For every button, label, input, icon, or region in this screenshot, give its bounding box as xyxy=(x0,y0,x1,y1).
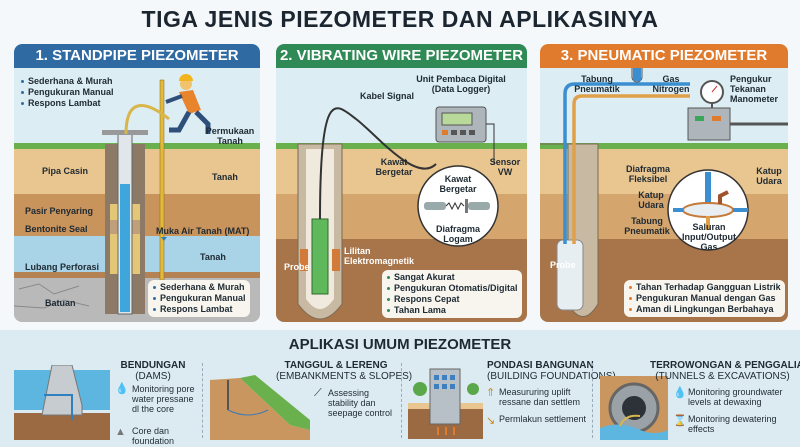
app-tunnel-title: TERROWONGAN & PENGGALIAN(TUNNELS & EXCAV… xyxy=(650,360,800,382)
label-wire: Kawat Bergetar xyxy=(375,157,413,177)
label-logger: Unit Pembaca Digital (Data Logger) xyxy=(416,74,506,94)
label-tube: Tabung Pneumatik xyxy=(574,74,620,94)
bullet: Aman di Lingkungan Berbahaya xyxy=(628,304,781,315)
stability-chart-icon: ⟋ xyxy=(314,387,322,399)
label-tube-2: Tabung Pneumatik xyxy=(624,216,670,236)
vibrating-wire-panel: 2. VIBRATING WIRE PIEZOMETER Unit Pembac… xyxy=(276,44,527,322)
app-title: TANGGUL & LERENG xyxy=(284,360,388,371)
applications-section: APLIKASI UMUM PIEZOMETER BENDUNGAN(DAMS)… xyxy=(0,330,800,447)
label-surface: Permukaan Tanah xyxy=(205,126,255,146)
label-valve-left: Katup Udara xyxy=(638,190,664,210)
rock-icon: ▲ xyxy=(115,426,126,438)
tunnel-illustration xyxy=(600,376,668,440)
bullet: Sederhana & Murah xyxy=(20,76,114,87)
app-subtitle: (EMBANKMENTS & SLOPES) xyxy=(276,371,413,382)
label-diaphragm: Diafragma Fleksibel xyxy=(625,164,670,184)
uplift-icon: ⇑ xyxy=(486,387,496,399)
bullet: Respons Lambat xyxy=(20,98,114,109)
label-perforation: Lubang Perforasi xyxy=(25,262,100,272)
app-point: Monitoring groundwater levels at dewaxin… xyxy=(688,387,783,407)
app-point: Permlakun settlement xyxy=(499,414,587,424)
vibrating-wire-bullets: Sangat Akurat Pengukuran Otomatis/Digita… xyxy=(382,270,522,318)
standpipe-bottom-bullets: Sederhana & Murah Pengukuran Manual Resp… xyxy=(148,280,250,317)
bullet: Pengukuran Manual xyxy=(20,87,114,98)
embankment-illustration xyxy=(210,375,310,440)
pneumatic-illustration xyxy=(540,55,788,322)
pneumatic-header: 3. PNEUMATIC PIEZOMETER xyxy=(540,44,788,68)
app-point: Measururing uplift ressane dan settlem xyxy=(499,387,581,407)
label-gauge: Pengukur Tekanan Manometer xyxy=(730,74,779,104)
app-point: Monitoring dewatering effects xyxy=(688,414,777,434)
app-foundation-title: PONDASI BANGUNAN(BUILDING FOUNDATIONS) xyxy=(487,360,616,382)
label-filter-sand: Pasir Penyaring xyxy=(25,206,94,216)
label-rock: Batuan xyxy=(45,298,76,308)
bullet: Respons Lambat xyxy=(152,304,246,315)
water-drop-icon: 💧 xyxy=(115,383,129,395)
dam-illustration xyxy=(14,365,110,440)
label-water-table: Muka Air Tanah (MAT) xyxy=(156,226,250,236)
bullet: Respons Cepat xyxy=(386,294,518,305)
standpipe-header: 1. STANDPIPE PIEZOMETER xyxy=(14,44,260,68)
vibrating-wire-header: 2. VIBRATING WIRE PIEZOMETER xyxy=(276,44,527,68)
bullet: Tahan Terhadap Gangguan Listrik xyxy=(628,282,781,293)
bullet: Sederhana & Murah xyxy=(152,282,246,293)
app-subtitle: (BUILDING FOUNDATIONS) xyxy=(487,371,616,382)
label-gas: Gas Nitrogen xyxy=(652,74,690,94)
app-title: PONDASI BANGUNAN xyxy=(487,360,594,371)
app-point: Assessing stability dan seepage control xyxy=(328,388,393,418)
label-casing: Pipa Casin xyxy=(42,166,89,176)
label-sensor: Sensor VW xyxy=(489,157,521,177)
page-title: TIGA JENIS PIEZOMETER DAN APLIKASINYA xyxy=(141,6,659,32)
label-channel: Saluran Input/Output Gas xyxy=(682,222,736,252)
applications-title: APLIKASI UMUM PIEZOMETER xyxy=(288,336,512,353)
app-subtitle: (TUNNELS & EXCAVATIONS) xyxy=(655,371,790,382)
label-soil-1: Tanah xyxy=(212,172,238,182)
divider xyxy=(592,363,593,438)
settlement-icon: ↘ xyxy=(486,415,496,427)
bullet: Tahan Lama xyxy=(386,305,518,316)
building-illustration xyxy=(408,368,483,439)
label-soil-2: Tanah xyxy=(200,252,226,262)
label-valve-right: Katup Udara xyxy=(756,166,782,186)
app-embankment-title: TANGGUL & LERENG(EMBANKMENTS & SLOPES) xyxy=(276,360,412,382)
label-coil: Lilitan Elektromagnetik xyxy=(344,246,415,266)
pneumatic-panel: 3. PNEUMATIC PIEZOMETER Tabung Pneumatik… xyxy=(540,44,788,322)
app-dams-title: BENDUNGAN(DAMS) xyxy=(118,360,188,382)
bullet: Pengukuran Manual dengan Gas xyxy=(628,293,781,304)
pneumatic-bullets: Tahan Terhadap Gangguan Listrik Pengukur… xyxy=(624,280,785,317)
label-probe: Probe xyxy=(550,260,576,270)
standpipe-panel: 1. STANDPIPE PIEZOMETER Sederhana & Mura… xyxy=(14,44,260,322)
label-probe: Probe xyxy=(284,262,310,272)
water-drop-icon: 💧 xyxy=(673,387,687,399)
bullet: Pengukuran Otomatis/Digital xyxy=(386,283,518,294)
bullet: Sangat Akurat xyxy=(386,272,518,283)
bullet: Pengukuran Manual xyxy=(152,293,246,304)
dewatering-icon: ⌛ xyxy=(673,415,687,427)
app-title: BENDUNGAN xyxy=(120,360,186,371)
app-title: TERROWONGAN & PENGGALIAN xyxy=(650,360,800,371)
app-point: Monitoring pore water pressane dl the co… xyxy=(132,384,195,414)
app-subtitle: (DAMS) xyxy=(135,371,171,382)
label-diaphragm: Diafragma Logam xyxy=(435,224,480,244)
label-bentonite: Bentonite Seal xyxy=(25,224,88,234)
label-wire-detail: Kawat Bergetar xyxy=(439,174,477,194)
app-point: Core dan foundation xyxy=(132,426,175,446)
label-cable: Kabel Signal xyxy=(360,91,415,101)
divider xyxy=(401,363,402,438)
standpipe-top-bullets: Sederhana & Murah Pengukuran Manual Resp… xyxy=(20,76,114,109)
divider xyxy=(202,363,203,438)
